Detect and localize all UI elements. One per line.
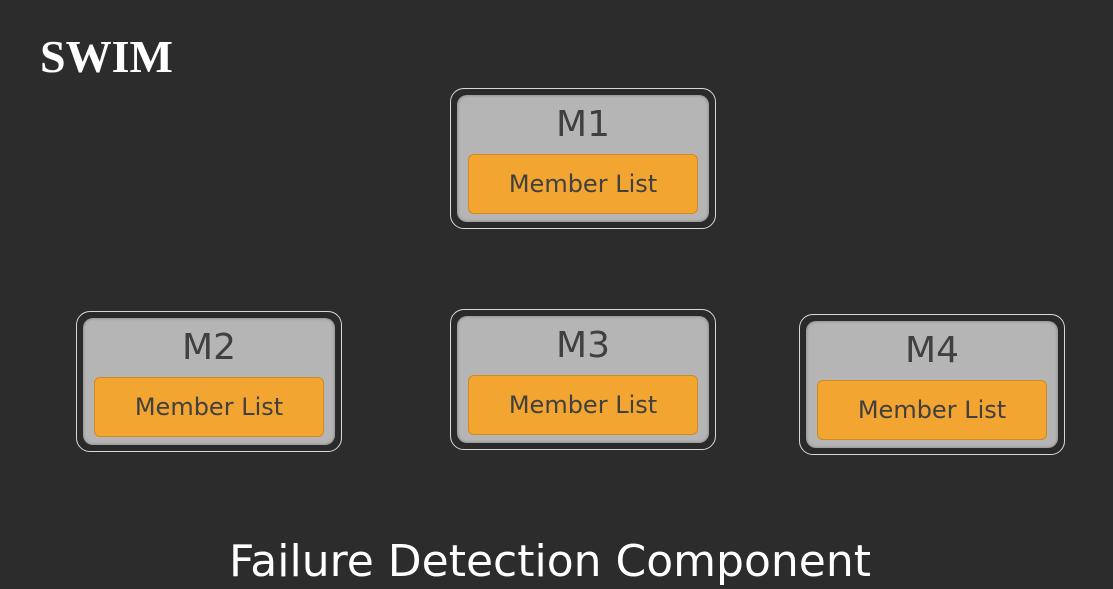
member-list-box: Member List (817, 380, 1047, 440)
node-body: M1 Member List (457, 95, 709, 222)
node-m4: M4 Member List (799, 314, 1065, 455)
node-m2: M2 Member List (76, 311, 342, 452)
slide-title: SWIM (40, 31, 173, 82)
node-body: M2 Member List (83, 318, 335, 445)
node-name: M1 (556, 104, 610, 145)
slide-subtitle: Failure Detection Component (229, 536, 871, 587)
node-name: M4 (905, 330, 959, 371)
node-name: M3 (556, 325, 610, 366)
member-list-box: Member List (94, 377, 324, 437)
node-body: M4 Member List (806, 321, 1058, 448)
node-m3: M3 Member List (450, 309, 716, 450)
node-body: M3 Member List (457, 316, 709, 443)
node-m1: M1 Member List (450, 88, 716, 229)
member-list-box: Member List (468, 375, 698, 435)
node-name: M2 (182, 327, 236, 368)
member-list-box: Member List (468, 154, 698, 214)
